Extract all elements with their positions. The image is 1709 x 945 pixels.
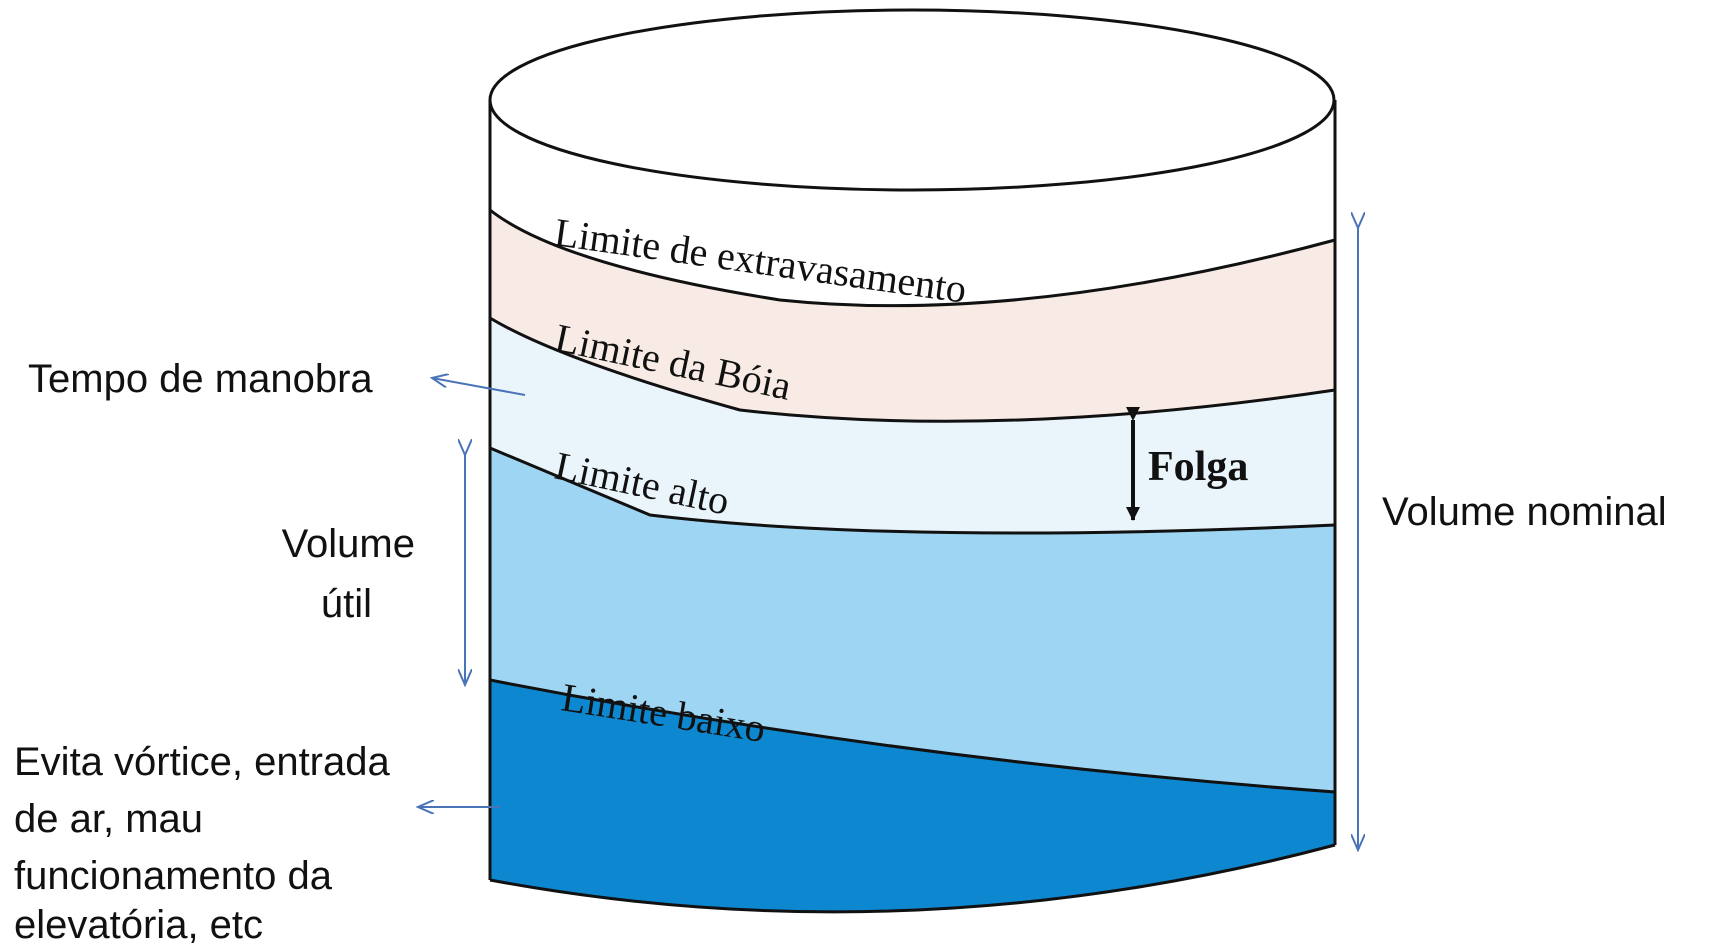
overflow-limit-line [489, 208, 1336, 308]
maneuver-time-label: Tempo de manobra [28, 357, 373, 401]
high-limit-line [489, 446, 1336, 535]
overflow-band [490, 210, 1335, 422]
bottom-band [490, 680, 1335, 912]
float-clearance-band [490, 318, 1335, 533]
tank-top-ellipse [488, 8, 1336, 192]
tank-bottom-rim [489, 843, 1336, 914]
useful-volume-label-line2: útil [321, 582, 372, 626]
useful-volume-label-line1: Volume [282, 522, 415, 566]
useful-volume-band [490, 448, 1335, 792]
gap-label: Folga [1148, 444, 1248, 490]
bottom-note-line: de ar, mau [14, 797, 203, 841]
low-limit-line [489, 678, 1336, 794]
bottom-note-line: elevatória, etc [14, 903, 263, 945]
nominal-volume-label: Volume nominal [1382, 490, 1667, 534]
bottom-note: Evita vórtice, entrada de ar, mau funcio… [14, 740, 390, 945]
bottom-note-line: Evita vórtice, entrada [14, 740, 390, 784]
tank-body [488, 8, 1337, 914]
bottom-note-line: funcionamento da [14, 854, 333, 898]
float-limit-line [489, 316, 1336, 423]
maneuver-time-arrow-icon [432, 378, 526, 396]
